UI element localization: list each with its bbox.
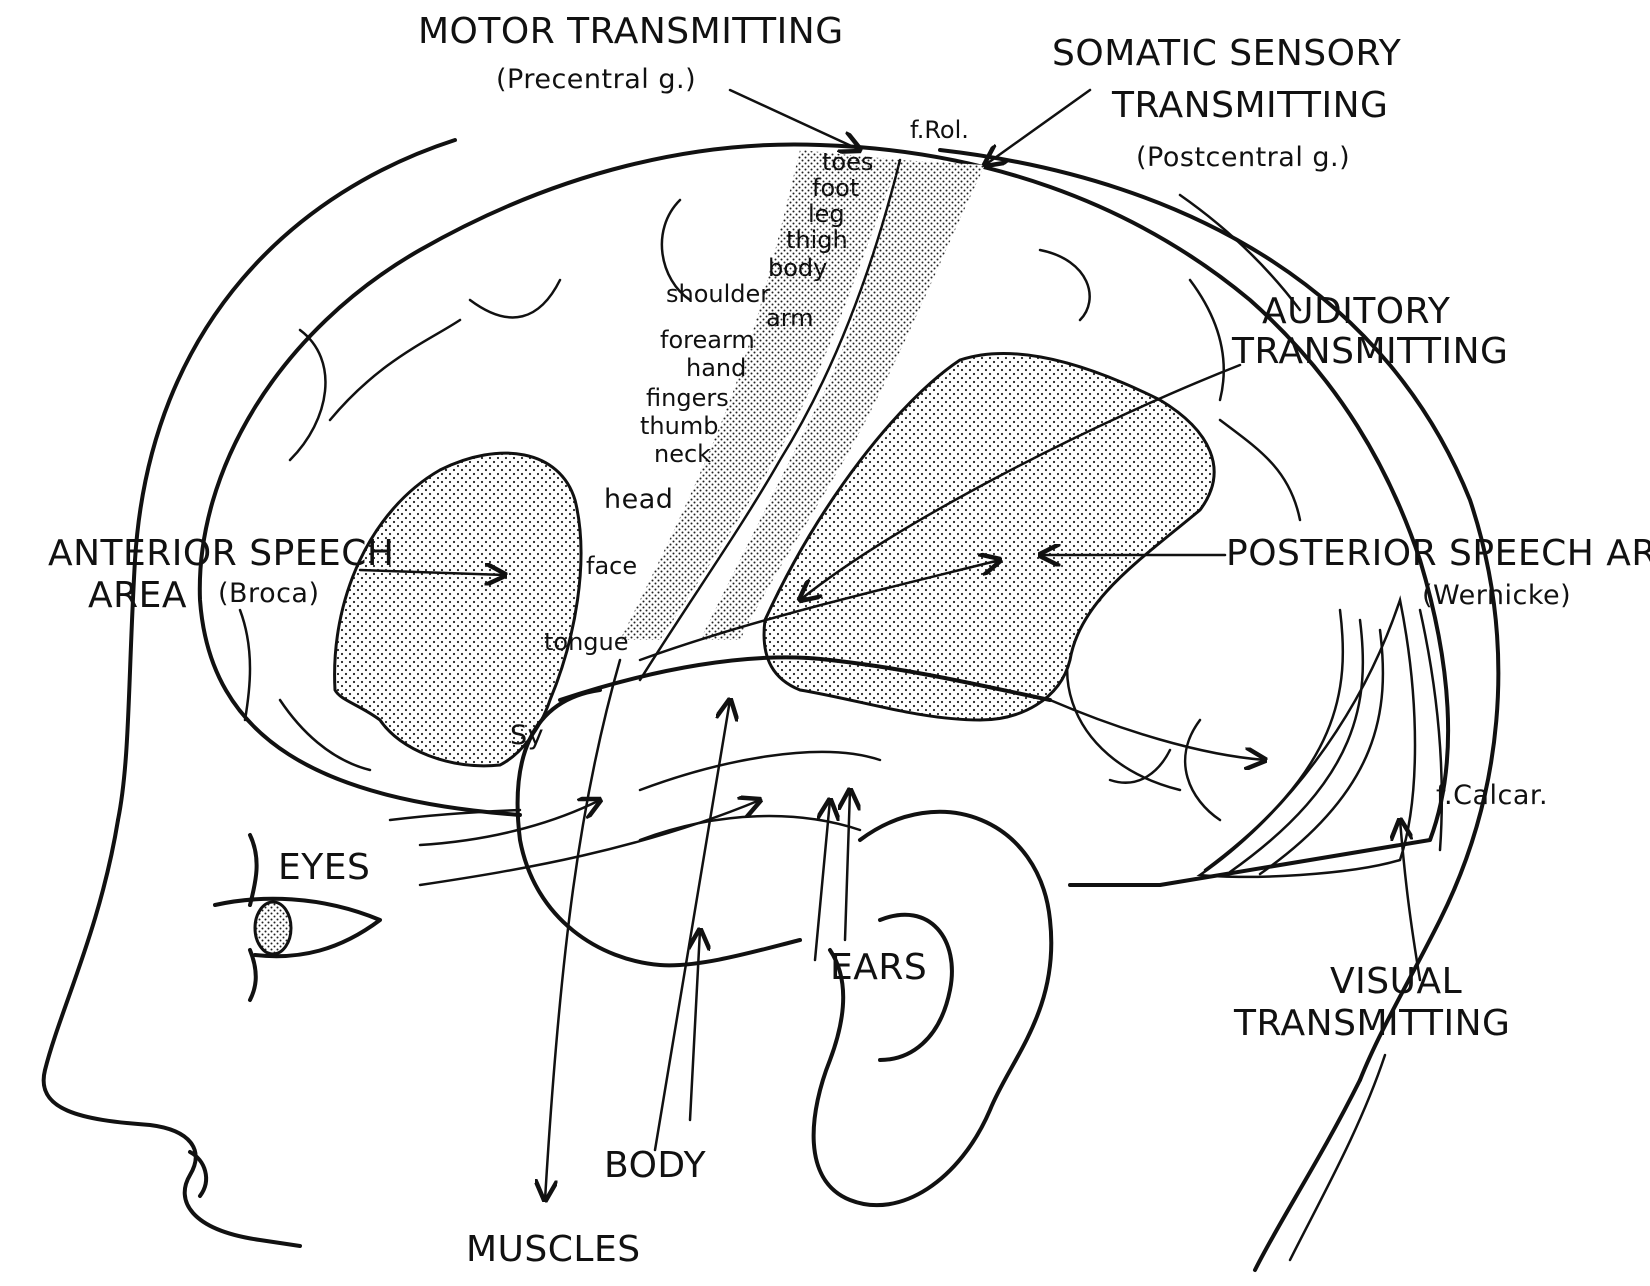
arrow-motor-label	[730, 90, 860, 150]
ear-outline	[814, 812, 1052, 1205]
label-somatic-2: TRANSMITTING	[1112, 88, 1388, 124]
motor-map-arm: arm	[766, 306, 814, 330]
label-visual-1: VISUAL	[1330, 964, 1462, 1000]
motor-map-face: face	[586, 554, 637, 578]
motor-map-leg: leg	[808, 202, 845, 226]
fissure-9	[1110, 750, 1170, 783]
label-f-calcar: f.Calcar.	[1436, 782, 1548, 809]
label-sy: Sy	[510, 722, 544, 749]
motor-map-head: head	[604, 486, 673, 513]
cheek-line	[250, 950, 256, 1000]
motor-map-neck: neck	[654, 442, 711, 466]
fissure-2	[330, 320, 460, 420]
label-wernicke: (Wernicke)	[1422, 582, 1571, 609]
fissure-7	[1220, 420, 1300, 520]
motor-map-toes: toes	[822, 150, 873, 174]
motor-map-foot: foot	[812, 176, 859, 200]
label-anterior-1: ANTERIOR SPEECH	[48, 536, 394, 572]
label-muscles: MUSCLES	[466, 1232, 641, 1268]
motor-map-hand: hand	[686, 356, 746, 380]
eye-pupil	[255, 902, 291, 954]
fissure-3	[470, 280, 560, 317]
label-auditory-2: TRANSMITTING	[1232, 334, 1508, 370]
arrow-body-2	[690, 930, 700, 1120]
neck-back	[1255, 1080, 1360, 1270]
fissure-8	[1185, 720, 1220, 820]
label-somatic-1: SOMATIC SENSORY	[1052, 36, 1401, 72]
brow-line	[250, 835, 257, 905]
arrow-wernicke-visual	[1050, 700, 1265, 760]
motor-map-body: body	[768, 256, 827, 280]
arrow-somatic-label	[985, 90, 1090, 165]
label-eyes: EYES	[278, 850, 370, 886]
fissure-11	[240, 610, 250, 720]
eye-lid	[215, 899, 380, 956]
arrow-ears	[815, 800, 830, 960]
motor-map-thigh: thigh	[786, 228, 848, 252]
label-auditory-1: AUDITORY	[1262, 294, 1450, 330]
label-f-rol: f.Rol.	[910, 118, 969, 142]
fissure-5	[1040, 250, 1090, 320]
motor-map-fingers: fingers	[646, 386, 729, 410]
arrow-ears-2	[845, 790, 850, 940]
label-motor: MOTOR TRANSMITTING	[418, 14, 844, 50]
line-visual-down	[1290, 1055, 1385, 1260]
label-anterior-2: AREA	[88, 578, 187, 614]
label-ears: EARS	[830, 950, 927, 986]
label-posterior: POSTERIOR SPEECH AREA	[1226, 536, 1650, 572]
label-somatic-sub: (Postcentral g.)	[1136, 144, 1350, 171]
face-profile	[44, 820, 300, 1246]
label-body: BODY	[604, 1148, 706, 1184]
motor-map-forearm: forearm	[660, 328, 755, 352]
motor-map-shoulder: shoulder	[666, 282, 770, 306]
arrow-muscles	[545, 660, 620, 1200]
motor-map-tongue: tongue	[544, 630, 629, 654]
label-visual-2: TRANSMITTING	[1234, 1006, 1510, 1042]
temporal-inner	[640, 752, 880, 790]
temporal-lobe	[518, 690, 800, 965]
visual-stripe-3	[1205, 610, 1343, 870]
label-broca: (Broca)	[218, 580, 320, 607]
motor-map-thumb: thumb	[640, 414, 718, 438]
label-motor-sub: (Precentral g.)	[496, 66, 696, 93]
